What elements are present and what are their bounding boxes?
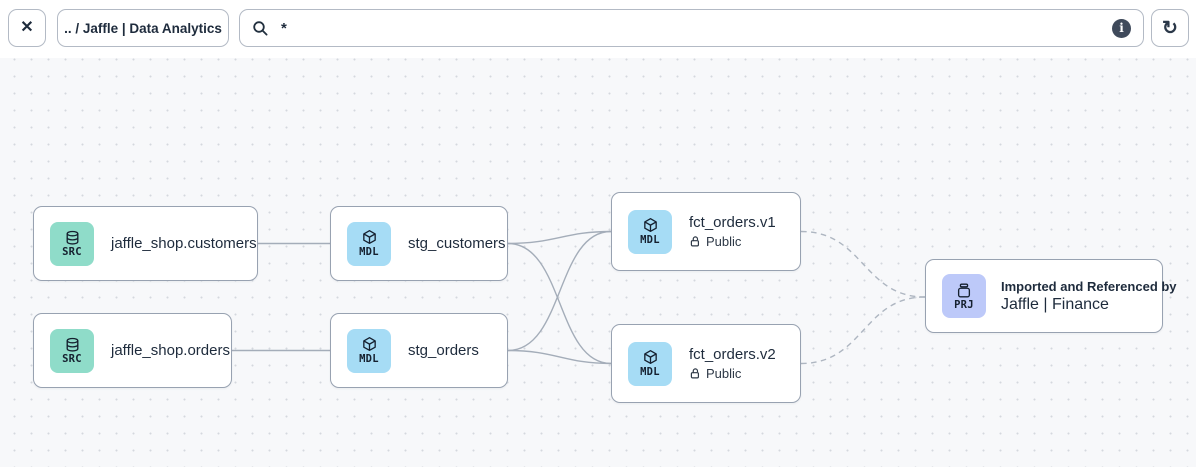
search-icon: [253, 20, 268, 36]
unlocked-icon: [690, 368, 700, 379]
unlocked-icon: [690, 236, 700, 247]
node-model-stg-customers[interactable]: MDL stg_customers: [330, 206, 508, 281]
source-badge: SRC: [50, 221, 94, 266]
source-badge: SRC: [50, 328, 94, 373]
visibility-row: Public: [689, 234, 776, 249]
project-icon: [957, 283, 971, 298]
node-model-stg-orders[interactable]: MDL stg_orders: [330, 313, 508, 388]
node-title: Jaffle | Finance: [1001, 295, 1109, 313]
breadcrumb-label: .. / Jaffle | Data Analytics: [64, 20, 222, 36]
project-relationship-label: Imported and Referenced by: [1001, 278, 1177, 294]
cube-icon: [362, 230, 376, 245]
node-title: stg_customers: [408, 235, 506, 252]
refresh-icon: ↻: [1162, 17, 1178, 39]
node-model-fct-orders-v2[interactable]: MDL fct_orders.v2 Public: [611, 324, 801, 403]
cube-icon: [643, 350, 657, 365]
node-model-fct-orders-v1[interactable]: MDL fct_orders.v1 Public: [611, 192, 801, 271]
breadcrumb[interactable]: .. / Jaffle | Data Analytics: [57, 9, 229, 47]
model-badge: MDL: [628, 341, 672, 386]
close-button[interactable]: ✕: [8, 9, 46, 47]
model-badge: MDL: [347, 328, 391, 373]
visibility-row: Public: [689, 366, 776, 381]
database-icon: [66, 337, 78, 352]
node-title: fct_orders.v1: [689, 214, 776, 231]
model-badge: MDL: [347, 221, 391, 266]
node-title: jaffle_shop.customers: [111, 235, 257, 252]
node-title: fct_orders.v2: [689, 346, 776, 363]
info-icon[interactable]: i: [1112, 18, 1131, 38]
model-badge: MDL: [628, 209, 672, 254]
cube-icon: [643, 218, 657, 233]
cube-icon: [362, 337, 376, 352]
node-project-jaffle-finance[interactable]: PRJ Imported and Referenced by Jaffle | …: [925, 259, 1177, 333]
visibility-label: Public: [706, 366, 742, 381]
close-icon: ✕: [20, 19, 34, 36]
search-bar: i: [239, 9, 1144, 47]
refresh-button[interactable]: ↻: [1151, 9, 1189, 47]
node-source-jaffle-shop-customers[interactable]: SRC jaffle_shop.customers: [33, 206, 258, 281]
search-input[interactable]: [281, 19, 1100, 37]
node-title: jaffle_shop.orders: [111, 342, 230, 359]
project-badge: PRJ: [942, 274, 986, 318]
node-title: stg_orders: [408, 342, 479, 359]
node-source-jaffle-shop-orders[interactable]: SRC jaffle_shop.orders: [33, 313, 232, 388]
database-icon: [66, 230, 78, 245]
visibility-label: Public: [706, 234, 742, 249]
